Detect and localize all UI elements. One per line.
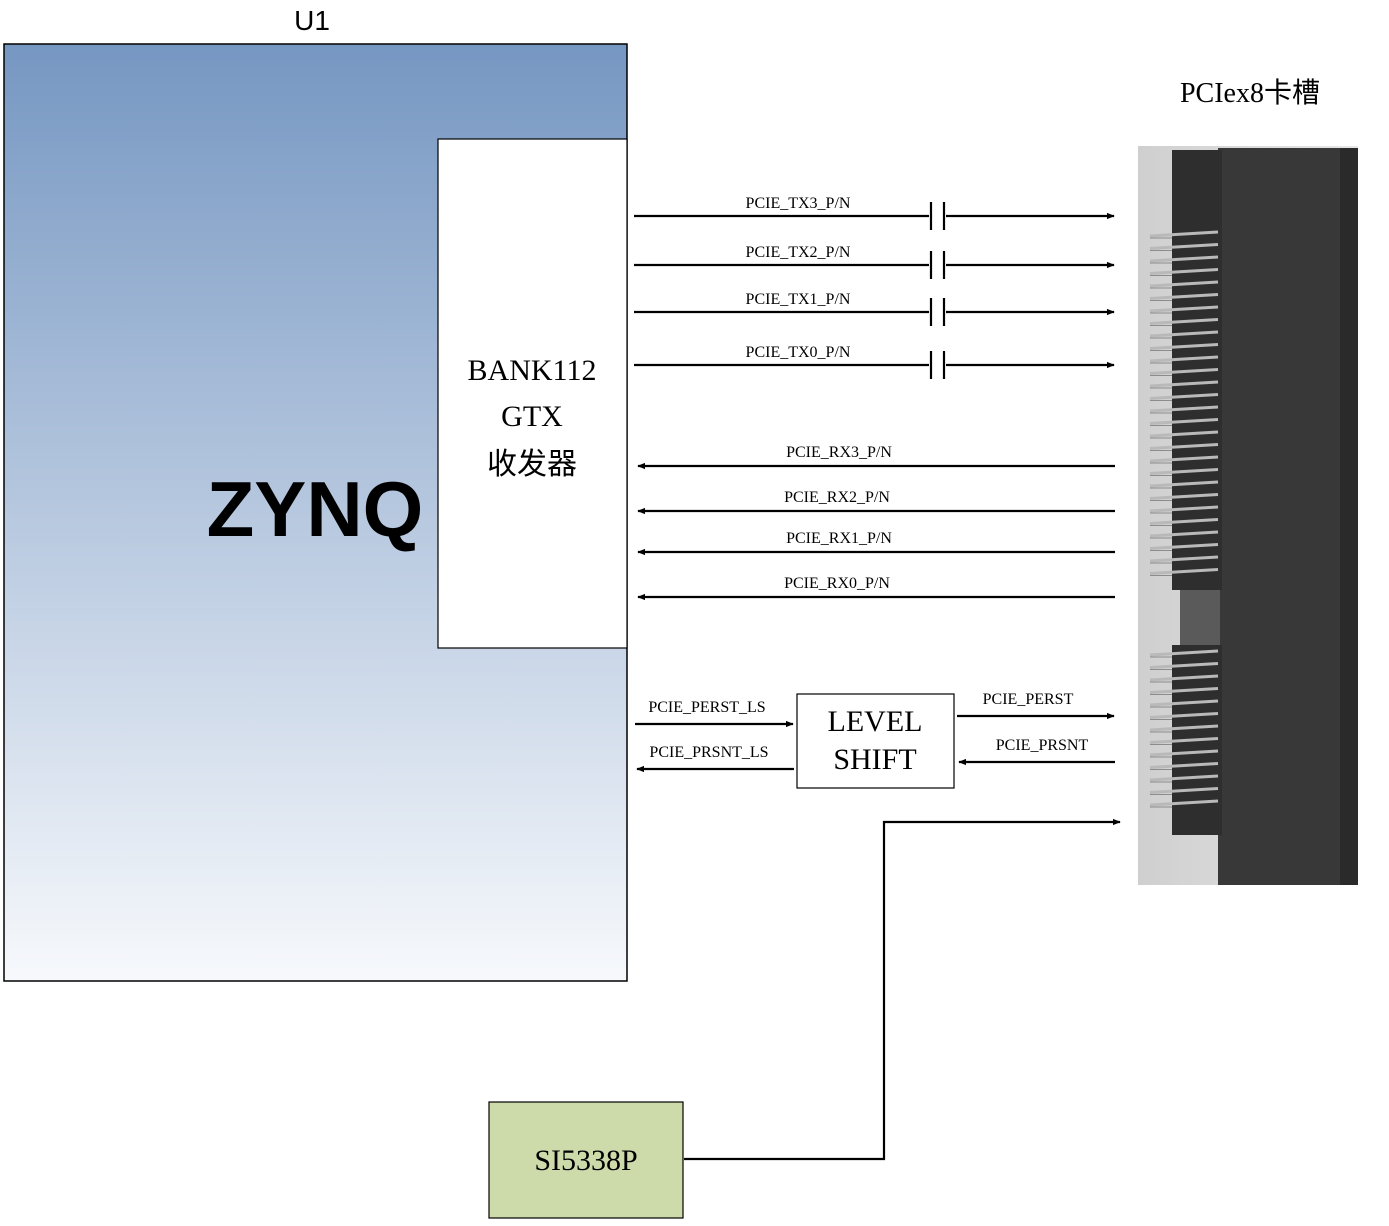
connector-pin xyxy=(1149,737,1219,744)
clock-generator-label: SI5338P xyxy=(534,1144,637,1177)
rx-lanes: PCIE_RX3_P/N PCIE_RX2_P/N PCIE_RX1_P/N PCIE… xyxy=(637,444,1115,601)
gtx-bank-label-line2: GTX xyxy=(501,400,563,433)
connector-pin xyxy=(1149,318,1219,325)
rx-lane: PCIE_RX0_P/N xyxy=(637,575,1115,601)
connector-pin xyxy=(1149,343,1219,350)
level-shift-block xyxy=(796,693,955,789)
rx-signal-label: PCIE_RX3_P/N xyxy=(786,444,892,461)
tx-lane: PCIE_TX2_P/N xyxy=(634,244,1115,279)
clock-generator-block xyxy=(488,1101,684,1219)
perst-label: PCIE_PERST xyxy=(983,691,1074,708)
connector-pin xyxy=(1149,468,1219,475)
connector-pin xyxy=(1149,393,1219,400)
connector-pin xyxy=(1149,418,1219,425)
rx-lane: PCIE_RX1_P/N xyxy=(637,530,1115,556)
connector-pin xyxy=(1149,243,1219,250)
tx-lane: PCIE_TX3_P/N xyxy=(634,195,1115,230)
connector-pin xyxy=(1149,762,1219,769)
rx-lane: PCIE_RX2_P/N xyxy=(637,489,1115,515)
gtx-bank-block xyxy=(437,138,628,649)
perst-ls-label: PCIE_PERST_LS xyxy=(648,699,765,716)
connector-pin xyxy=(1149,380,1219,388)
connector-pin xyxy=(1149,255,1219,263)
connector-pin xyxy=(1149,787,1219,794)
level-shift-label-line1: LEVEL xyxy=(828,705,923,738)
connector-pin xyxy=(1149,699,1219,707)
tx-lanes: PCIE_TX3_P/N PCIE_TX2_P/N PCIE_TX1_P/N PCIE… xyxy=(634,195,1115,379)
connector-pin xyxy=(1149,355,1219,363)
gtx-bank-label-line3: 收发器 xyxy=(487,448,577,481)
chip-ref-label: U1 xyxy=(294,5,330,36)
connector-pin xyxy=(1149,268,1219,275)
connector-side-rail xyxy=(1340,148,1358,885)
connector-pin xyxy=(1149,493,1219,500)
tx-lane: PCIE_TX0_P/N xyxy=(634,344,1115,379)
prsnt-label: PCIE_PRSNT xyxy=(996,737,1089,754)
tx-signal-label: PCIE_TX1_P/N xyxy=(746,291,851,308)
connector-pin xyxy=(1149,430,1219,438)
connector-pins xyxy=(1149,230,1219,808)
connector-pin xyxy=(1149,505,1219,513)
prsnt-ls-label: PCIE_PRSNT_LS xyxy=(649,744,768,761)
connector-pin xyxy=(1149,799,1219,807)
connector-pin xyxy=(1149,555,1219,563)
connector-pin xyxy=(1149,405,1219,413)
connector-pin xyxy=(1149,662,1219,669)
connector-pin xyxy=(1149,480,1219,488)
connector-pin xyxy=(1149,530,1219,538)
pcie-connector-image xyxy=(1138,146,1358,885)
connector-pin xyxy=(1149,674,1219,682)
tx-signal-label: PCIE_TX2_P/N xyxy=(746,244,851,261)
refclk-wire xyxy=(684,818,1121,1161)
connector-pin xyxy=(1149,280,1219,288)
connector-pin xyxy=(1149,293,1219,300)
connector-key-gap xyxy=(1180,590,1220,645)
connector-pin xyxy=(1149,330,1219,338)
rx-signal-label: PCIE_RX2_P/N xyxy=(784,489,890,506)
connector-body xyxy=(1218,148,1358,885)
connector-pin xyxy=(1149,749,1219,757)
gtx-bank-label-line1: BANK112 xyxy=(468,354,597,387)
connector-pin xyxy=(1149,774,1219,782)
zynq-chip-label: ZYNQ xyxy=(207,465,424,553)
level-shift-label-line2: SHIFT xyxy=(833,743,916,776)
pcie-slot-title: PCIex8卡槽 xyxy=(1180,77,1320,109)
tx-signal-label: PCIE_TX0_P/N xyxy=(746,344,851,361)
tx-lane: PCIE_TX1_P/N xyxy=(634,291,1115,326)
connector-pin xyxy=(1149,368,1219,375)
connector-pin xyxy=(1149,543,1219,550)
connector-pin xyxy=(1149,687,1219,694)
rx-lane: PCIE_RX3_P/N xyxy=(637,444,1115,470)
rx-signal-label: PCIE_RX0_P/N xyxy=(784,575,890,592)
connector-pin xyxy=(1149,724,1219,732)
connector-pin xyxy=(1149,712,1219,719)
connector-pin xyxy=(1149,518,1219,525)
connector-pin xyxy=(1149,649,1219,657)
tx-signal-label: PCIE_TX3_P/N xyxy=(746,195,851,212)
connector-pin xyxy=(1149,305,1219,313)
rx-signal-label: PCIE_RX1_P/N xyxy=(786,530,892,547)
connector-pin xyxy=(1149,455,1219,463)
connector-pin xyxy=(1149,443,1219,450)
connector-pin xyxy=(1149,230,1219,238)
connector-pin xyxy=(1149,568,1219,575)
